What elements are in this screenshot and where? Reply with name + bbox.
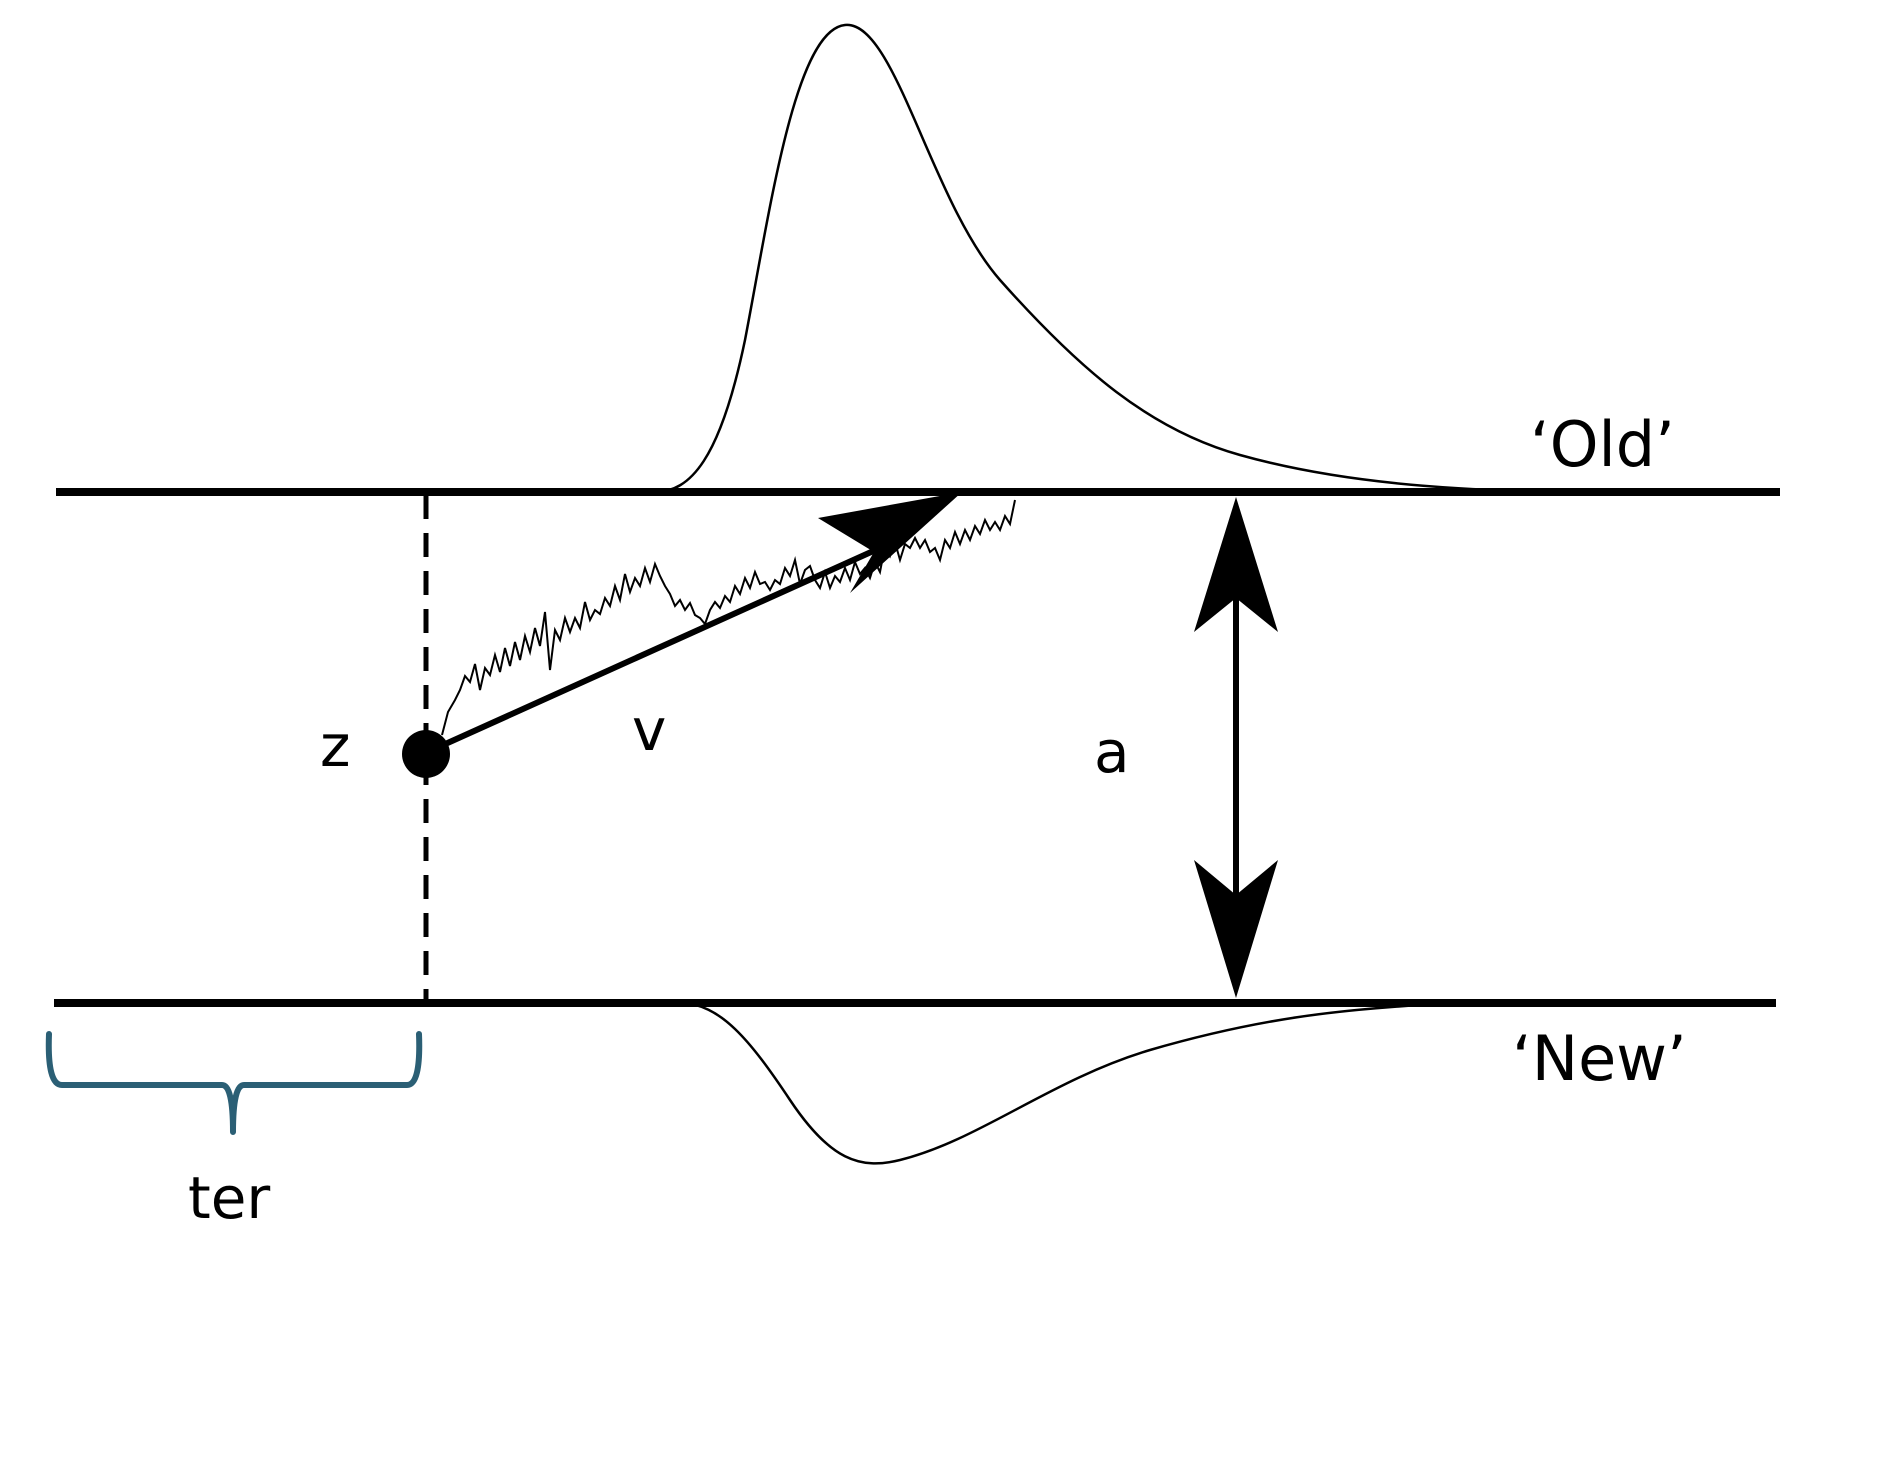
- upper-boundary-label: ‘Old’: [1530, 408, 1675, 481]
- non-decision-time-brace: [45, 1031, 423, 1135]
- lower-boundary-label: ‘New’: [1512, 1022, 1687, 1095]
- non-decision-time-label: ter: [188, 1164, 270, 1232]
- drift-rate-arrow: [430, 545, 882, 753]
- boundary-separation-label: a: [1094, 718, 1130, 786]
- boundary-separation-arrowhead-down: [1194, 860, 1278, 998]
- boundary-separation-arrowhead-up: [1194, 497, 1278, 632]
- drift-rate-arrowhead: [818, 492, 962, 593]
- starting-point-label: z: [320, 712, 350, 780]
- lower-rt-distribution: [679, 1001, 1421, 1165]
- upper-rt-distribution: [654, 23, 1561, 494]
- noisy-diffusion-path: [441, 499, 1016, 736]
- drift-rate-label: v: [632, 696, 666, 764]
- starting-point-dot: [402, 730, 450, 778]
